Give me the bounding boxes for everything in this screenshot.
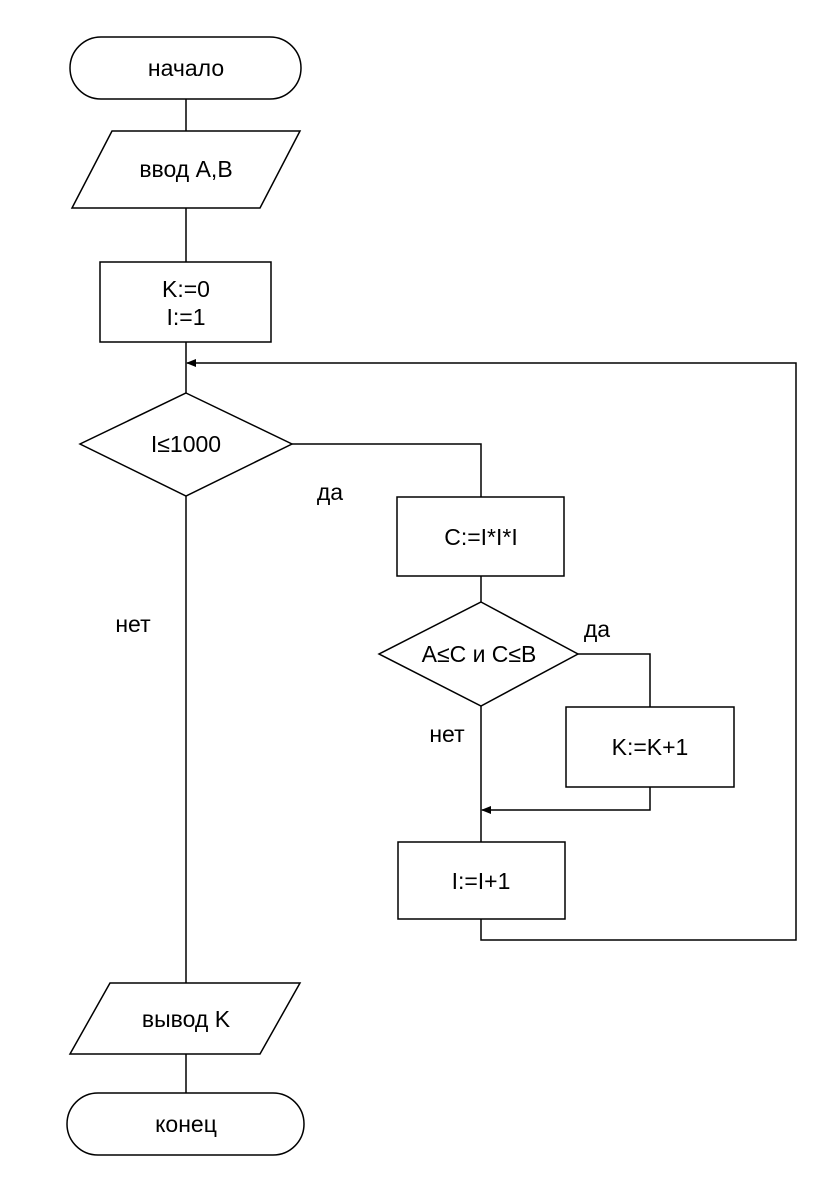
range-no-label: нет — [429, 721, 465, 747]
start-terminator: начало — [69, 36, 302, 100]
range-condition-label: A≤C и C≤B — [422, 641, 537, 667]
range-yes-label: да — [584, 616, 610, 642]
connector-lines — [185, 99, 797, 1093]
connector-loop-back — [186, 359, 797, 941]
increment-i-block: I:=I+1 — [397, 841, 566, 920]
end-terminator: конец — [66, 1092, 305, 1156]
input-block: ввод A,B — [70, 130, 302, 209]
connector-range-yes — [578, 653, 651, 707]
increment-k-label: K:=K+1 — [612, 734, 689, 760]
loop-condition-label: I≤1000 — [151, 431, 221, 457]
init-label-i: I:=1 — [166, 304, 205, 330]
init-label-k: K:=0 — [162, 276, 210, 302]
output-block: вывод K — [68, 982, 302, 1055]
connector-k-merge — [481, 787, 651, 814]
end-label: конец — [155, 1111, 217, 1137]
cube-label: C:=I*I*I — [444, 524, 518, 550]
cube-block: C:=I*I*I — [396, 496, 565, 577]
connector-loop-yes — [292, 443, 482, 497]
output-label: вывод K — [142, 1006, 231, 1032]
loop-yes-label: да — [317, 479, 343, 505]
init-block: K:=0 I:=1 — [99, 261, 272, 343]
input-label: ввод A,B — [139, 156, 232, 182]
loop-condition-decision: I≤1000 — [78, 392, 294, 497]
range-condition-decision: A≤C и C≤B — [377, 601, 580, 707]
increment-k-block: K:=K+1 — [565, 706, 735, 788]
start-label: начало — [148, 55, 224, 81]
increment-i-label: I:=I+1 — [452, 868, 511, 894]
loop-no-label: нет — [115, 611, 151, 637]
